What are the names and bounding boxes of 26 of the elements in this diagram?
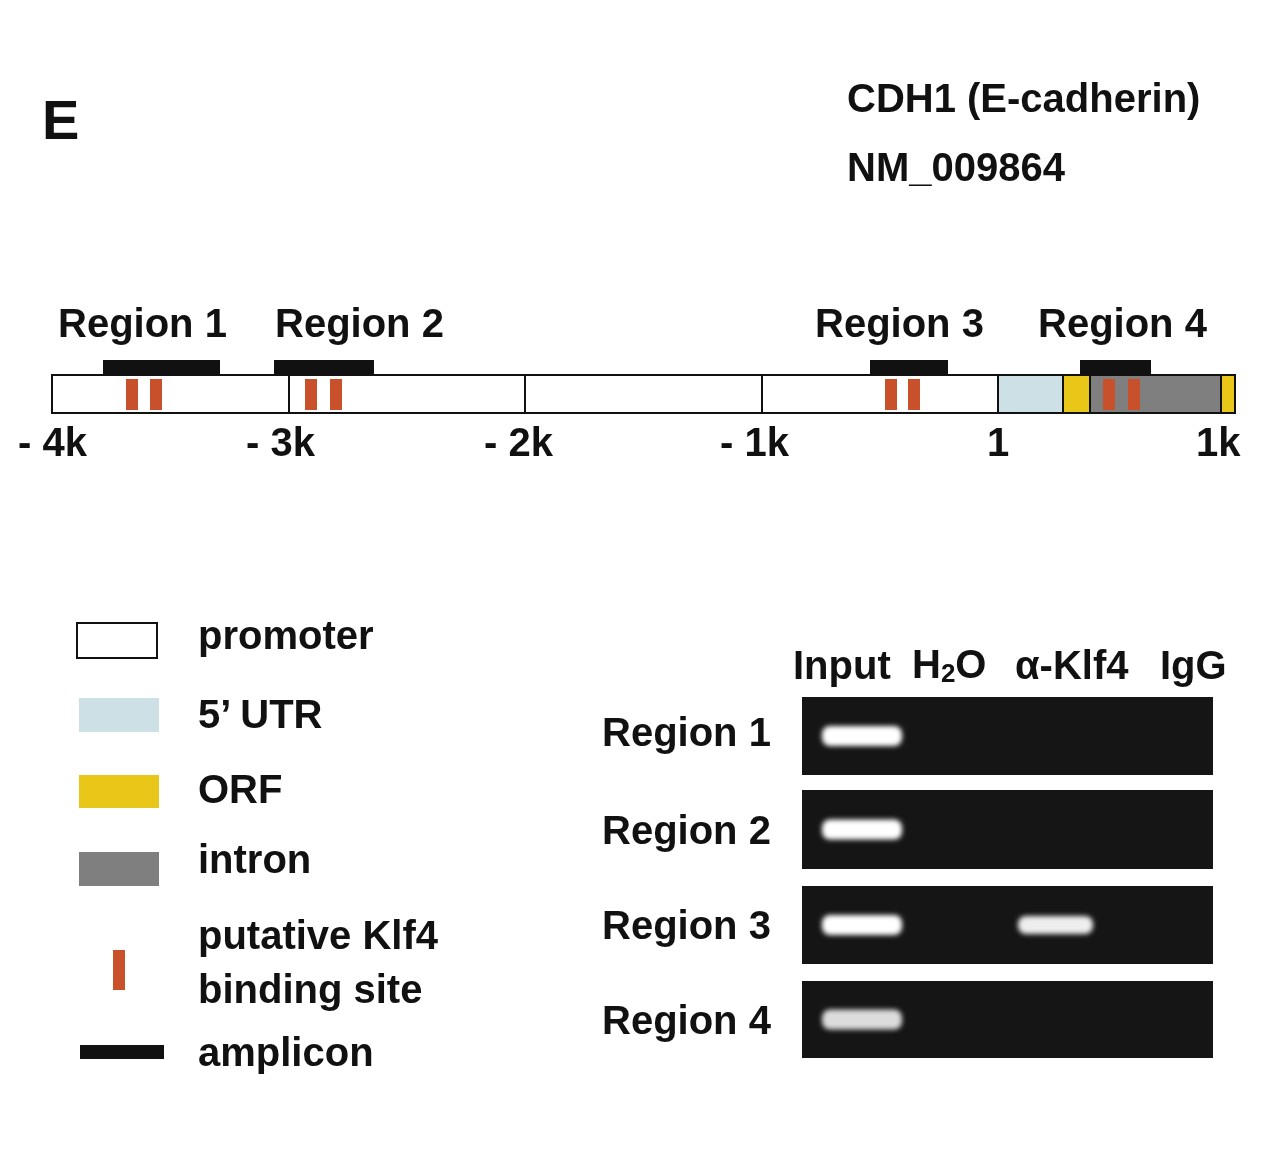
axis-tick-label: - 2k [484, 420, 553, 464]
lane-label: H$_{2}$O [912, 642, 987, 688]
region-label: Region 4 [1038, 301, 1207, 345]
row-label: Region 2 [602, 808, 771, 852]
legend-label: promoter [198, 612, 375, 659]
axis-tick-label: - 4k [18, 420, 87, 464]
lane-label: Input [793, 643, 891, 687]
lane-label: α-Klf4 [1015, 643, 1129, 687]
gene-name: CDH1 (E-cadherin) [847, 76, 1201, 120]
legend-label: 5’ UTR [198, 691, 324, 738]
axis-tick-label: 1k [1196, 420, 1241, 464]
legend-label: amplicon [198, 1029, 375, 1076]
legend-label: intron [198, 836, 313, 883]
row-label: Region 3 [602, 903, 771, 947]
legend-label: ORF [198, 766, 284, 813]
axis-tick-label: 1 [987, 420, 1010, 464]
region-label: Region 1 [58, 301, 227, 345]
accession-number: NM_009864 [847, 145, 1065, 189]
panel-letter: E [42, 89, 80, 151]
axis-tick-label: - 1k [720, 420, 789, 464]
region-label: Region 3 [815, 301, 984, 345]
row-label: Region 1 [602, 710, 771, 754]
lane-label: IgG [1160, 643, 1227, 687]
row-label: Region 4 [602, 998, 771, 1042]
region-label: Region 2 [275, 301, 444, 345]
axis-tick-label: - 3k [246, 420, 315, 464]
